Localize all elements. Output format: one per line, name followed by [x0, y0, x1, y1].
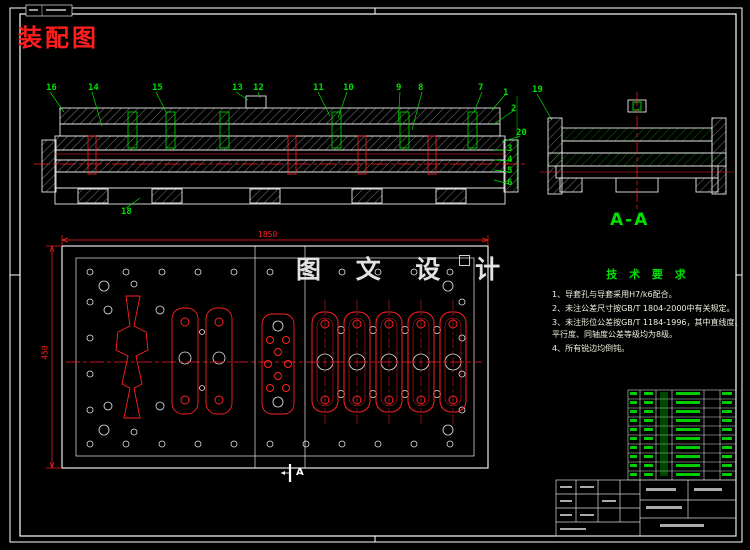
plan-view-die-openings [66, 295, 482, 424]
main-view-punches [34, 135, 526, 175]
part-callout-2: 2 [511, 104, 517, 114]
part-callout-11: 11 [313, 83, 324, 93]
plan-view [61, 245, 489, 469]
section-cut-arrow [281, 464, 292, 482]
watermark: 图 文 设 计 [296, 255, 514, 284]
main-section-view [41, 95, 519, 205]
part-callout-13: 13 [232, 83, 243, 93]
callout-leader-lines [49, 91, 553, 209]
part-callout-19: 19 [532, 85, 543, 95]
tech-req-item: 2、未注公差尺寸按GB/T 1804-2000中有关规定。 [552, 304, 735, 313]
part-callout-18: 18 [121, 207, 132, 217]
part-callout-7: 7 [478, 83, 484, 93]
tech-req-item: 3、未注形位公差按GB/T 1184-1996，其中直线度、平行度、同轴度公差等… [552, 318, 743, 339]
part-callout-9: 9 [396, 83, 402, 93]
part-callout-6: 6 [507, 178, 513, 188]
technical-requirements-title: 技 术 要 求 [606, 268, 690, 281]
sheet-frame [9, 7, 743, 543]
plan-section-letter: A [296, 467, 304, 478]
part-callout-16: 16 [46, 83, 57, 93]
title-block-text-marks [560, 486, 722, 530]
tech-req-item: 4、所有锐边均倒钝。 [552, 344, 630, 353]
section-aa-label: A-A [610, 210, 650, 230]
section-aa-centerlines [540, 92, 734, 210]
tech-req-item: 1、导套孔与导套采用H7/k6配合。 [552, 290, 677, 299]
part-callout-8: 8 [418, 83, 424, 93]
part-callout-14: 14 [88, 83, 99, 93]
part-callout-10: 10 [343, 83, 354, 93]
part-callout-20: 20 [516, 128, 527, 138]
part-callout-3: 3 [507, 144, 513, 154]
plan-width-dimension: 1850 [258, 230, 278, 239]
part-callout-5: 5 [507, 166, 513, 176]
drawing-title: 装配图 [18, 24, 99, 52]
part-callout-4: 4 [507, 155, 513, 165]
parts-list-text-marks [630, 392, 732, 476]
title-block [555, 479, 737, 537]
technical-requirements: 技 术 要 求 1、导套孔与导套采用H7/k6配合。 2、未注公差尺寸按GB/T… [552, 266, 744, 357]
dimension-lines [46, 235, 489, 469]
part-callout-12: 12 [253, 83, 264, 93]
parts-list-table [627, 389, 737, 481]
main-view-screws [127, 111, 478, 149]
corner-stamp [25, 4, 73, 17]
part-callout-15: 15 [152, 83, 163, 93]
watermark-box [459, 255, 470, 266]
part-callout-1: 1 [503, 88, 509, 98]
plan-height-dimension: 450 [40, 345, 50, 360]
